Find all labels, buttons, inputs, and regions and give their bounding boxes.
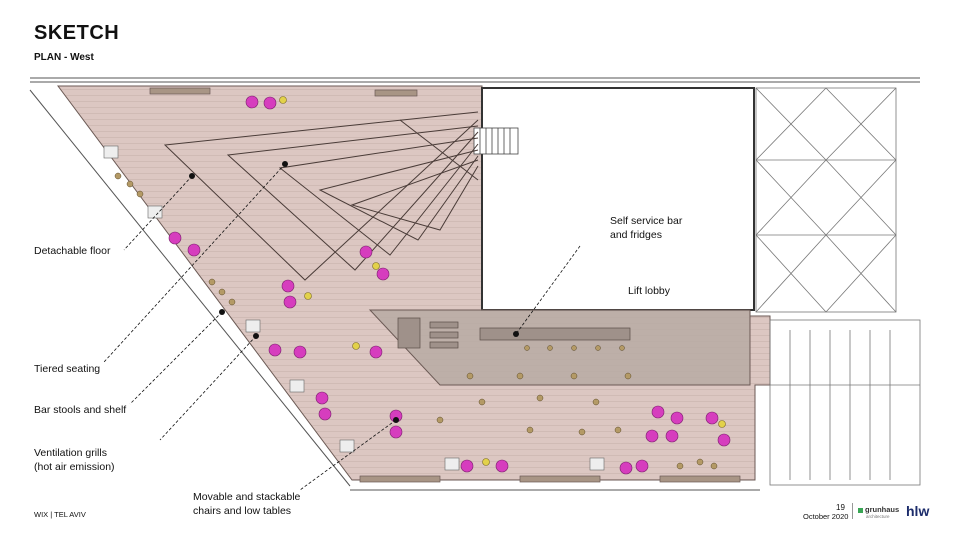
structural-bracing	[755, 87, 921, 486]
label-ventilation-line1: Ventilation grills	[34, 447, 107, 459]
footer-date: October 2020	[803, 512, 849, 521]
core-room	[481, 87, 755, 311]
bar-stools	[114, 172, 718, 470]
perimeter-shelves	[149, 87, 741, 483]
grunhaus-logo-text: grunhaus	[865, 505, 900, 514]
label-ventilation-line2: (hot air emission)	[34, 461, 115, 473]
hlw-logo: hlw	[906, 503, 930, 519]
low-tables	[279, 96, 726, 466]
page-title: SKETCH	[34, 22, 120, 44]
label-self-service-line2: and fridges	[610, 229, 662, 241]
tiered-seating-lines	[163, 111, 479, 281]
leader-dots	[189, 161, 519, 423]
page-subtitle: PLAN - West	[34, 52, 94, 63]
page-number: 19	[836, 503, 845, 512]
label-tiered-seating: Tiered seating	[34, 363, 101, 375]
label-movable-chairs: Movable and stackable chairs and low tab…	[193, 490, 300, 518]
stair	[473, 127, 519, 155]
label-bar-stools: Bar stools and shelf	[34, 404, 127, 416]
grunhaus-logo-subtext: architecture	[866, 514, 890, 519]
ventilation-grills	[103, 145, 605, 471]
label-lift-lobby: Lift lobby	[628, 285, 671, 297]
bar-fittings	[397, 317, 631, 349]
bar-counter	[368, 309, 751, 386]
footer-project: WIX | TEL AVIV	[34, 510, 86, 519]
label-detachable-floor: Detachable floor	[34, 245, 111, 257]
label-movable-line2: chairs and low tables	[193, 505, 292, 517]
building-outline	[29, 77, 920, 491]
leader-lines	[103, 163, 581, 491]
pink-chairs	[168, 95, 731, 475]
label-movable-line1: Movable and stackable	[193, 491, 301, 503]
grunhaus-logo-icon	[858, 507, 863, 513]
label-ventilation: Ventilation grills (hot air emission)	[34, 446, 115, 474]
grunhaus-logo: grunhaus	[858, 505, 899, 514]
label-self-service-line1: Self service bar	[610, 215, 683, 227]
logo-separator	[852, 503, 853, 519]
label-self-service-bar: Self service bar and fridges	[610, 214, 682, 242]
